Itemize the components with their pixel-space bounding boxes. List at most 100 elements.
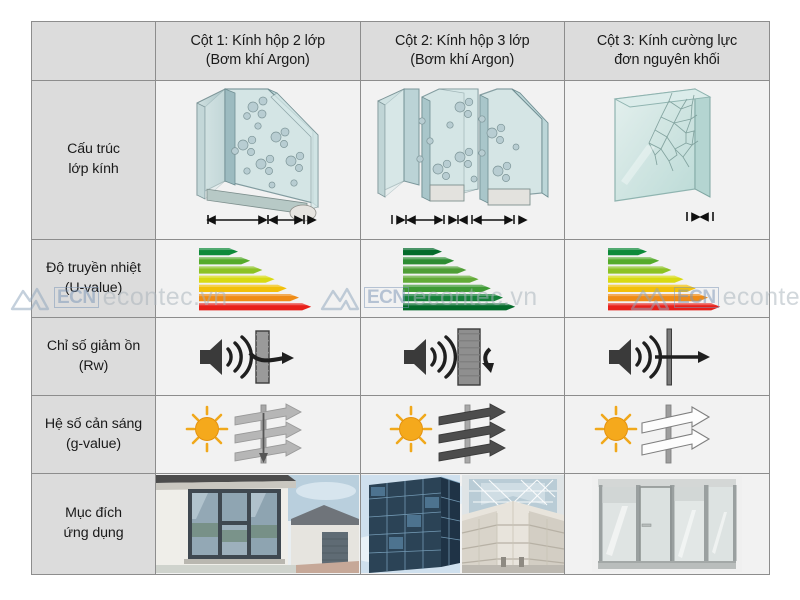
header-col3-line2: đơn nguyên khối [614, 52, 720, 68]
sun-icon [185, 405, 229, 452]
table-row: Hệ số cản sáng (g-value) [31, 395, 770, 474]
row-label-structure-line2: lớp kính [68, 161, 119, 177]
energy-rating-bar [403, 265, 467, 274]
energy-rating-bar-highlight [198, 293, 296, 296]
energy-rating-bar-highlight [608, 265, 668, 269]
cell-rw-col2 [359, 317, 565, 396]
row-label-uvalue-line2: (U-value) [64, 279, 123, 296]
energy-rating-bar-highlight [198, 256, 247, 259]
sun-two-white-arrows-through-pane [594, 404, 711, 463]
header-col3: Cột 3: Kính cường lực đơn nguyên khối [564, 21, 770, 81]
header-corner-cell [31, 21, 156, 81]
energy-rating-bar-highlight [198, 247, 235, 250]
cell-rw-col3 [564, 317, 770, 396]
energy-rating-bar-highlight [608, 302, 717, 305]
cell-usage-col3 [564, 473, 770, 575]
row-label-structure-line1: Cấu trúc [67, 141, 120, 158]
energy-rating-bar-highlight [198, 302, 308, 305]
energy-rating-bar [198, 256, 250, 264]
cell-structure-col1 [155, 80, 361, 240]
row-label-uvalue: Độ truyền nhiệt (U-value) [31, 239, 156, 318]
cell-gvalue-col3 [564, 395, 770, 474]
energy-rating-bar-highlight [198, 284, 283, 287]
energy-rating-bar [403, 302, 516, 310]
header-col2: Cột 2: Kính hộp 3 lớp (Bơm khí Argon) [359, 21, 565, 81]
energy-rating-bar [608, 275, 684, 283]
speaker-wall-arrow-partial-block [199, 329, 294, 384]
energy-rating-bar-highlight [608, 284, 693, 287]
row-label-rw: Chỉ số giảm ồn (Rw) [31, 317, 156, 396]
energy-rating-bar-highlight [608, 275, 680, 278]
header-col2-line2: (Bơm khí Argon) [410, 52, 515, 68]
energy-rating-bar-highlight [403, 265, 464, 269]
glass-comparison-table: Cột 1: Kính hộp 2 lớp (Bơm khí Argon) Cộ… [31, 21, 770, 575]
energy-rating-bar [198, 247, 238, 255]
energy-rating-bar-highlight [403, 302, 512, 305]
energy-rating-bar [198, 293, 299, 301]
table-row: Mục đích ứng dụng [31, 473, 770, 575]
row-label-structure: Cấu trúc lớp kính [31, 80, 156, 240]
energy-rating-bar [198, 265, 263, 274]
row-label-gvalue-line1: Hệ số cản sáng [44, 415, 143, 432]
energy-rating-bar [403, 256, 455, 264]
header-col1-line2: (Bơm khí Argon) [205, 52, 310, 68]
energy-rating-bar-highlight [403, 275, 476, 278]
row-label-gvalue-line2: (g-value) [65, 435, 122, 452]
energy-rating-bar [608, 256, 660, 264]
table-row: Cấu trúc lớp kính [31, 80, 770, 240]
row-label-rw-line1: Chỉ số giảm ồn [46, 337, 141, 354]
energy-rating-bar-highlight [608, 293, 705, 296]
cell-rw-col1 [155, 317, 361, 396]
row-label-gvalue: Hệ số cản sáng (g-value) [31, 395, 156, 474]
energy-rating-bar [608, 265, 672, 274]
header-col1-line1: Cột 1: Kính hộp 2 lớp [190, 32, 326, 49]
double-glazing-unit-diagram [196, 88, 319, 225]
triple-glazing-unit-diagram [377, 88, 549, 225]
energy-rating-bar [403, 293, 504, 301]
energy-rating-chart-all-green [403, 247, 516, 310]
header-col2-line1: Cột 2: Kính hộp 3 lớp [394, 32, 530, 49]
cell-gvalue-col1 [155, 395, 361, 474]
energy-rating-bar [198, 275, 275, 283]
row-label-usage-line1: Mục đích [65, 505, 122, 522]
cell-structure-col3 [564, 80, 770, 240]
energy-rating-bar [403, 247, 443, 255]
row-label-usage-line2: ứng dụng [63, 525, 124, 541]
header-row: Cột 1: Kính hộp 2 lớp (Bơm khí Argon) Cộ… [31, 21, 770, 81]
energy-rating-bar-highlight [403, 256, 451, 259]
table-row: Chỉ số giảm ồn (Rw) [31, 317, 770, 396]
energy-rating-bar-highlight [198, 265, 259, 269]
energy-rating-bar-highlight [198, 275, 271, 278]
energy-rating-bar-highlight [403, 293, 500, 296]
speaker-thick-wall-arrow-blocked [404, 327, 495, 386]
cell-usage-col1 [155, 473, 361, 575]
header-col3-line1: Cột 3: Kính cường lực [596, 32, 738, 49]
energy-rating-bar [198, 284, 287, 292]
interior-glass-partition-door-photo [592, 476, 742, 572]
sun-three-gray-arrows-through-pane [185, 402, 302, 463]
energy-rating-chart-full-spectrum [608, 247, 721, 310]
cell-uvalue-col2 [359, 239, 565, 318]
residential-house-window-photo [156, 475, 360, 573]
cell-usage-col2 [359, 473, 565, 575]
energy-rating-bar-highlight [608, 247, 644, 250]
sun-icon [594, 405, 638, 452]
tempered-monolithic-glass-pane-diagram [613, 88, 714, 222]
speaker-thin-pane-arrow-through [609, 328, 710, 385]
energy-rating-bar [403, 284, 492, 292]
sun-three-dark-arrows-through-pane [389, 402, 507, 463]
table-row: Độ truyền nhiệt (U-value) [31, 239, 770, 318]
energy-rating-bar [608, 247, 647, 255]
cell-uvalue-col3 [564, 239, 770, 318]
office-facade-and-atrium-skylight-photo [360, 475, 564, 573]
row-label-usage: Mục đích ứng dụng [31, 473, 156, 575]
energy-rating-chart-full-spectrum [198, 247, 311, 310]
table-body: Cấu trúc lớp kính [31, 80, 770, 575]
row-label-rw-line2: (Rw) [78, 357, 109, 374]
cell-gvalue-col2 [359, 395, 565, 474]
energy-rating-bar-highlight [403, 247, 439, 250]
cell-structure-col2 [359, 80, 565, 240]
row-label-uvalue-line1: Độ truyền nhiệt [46, 259, 141, 276]
energy-rating-bar-highlight [608, 256, 656, 259]
